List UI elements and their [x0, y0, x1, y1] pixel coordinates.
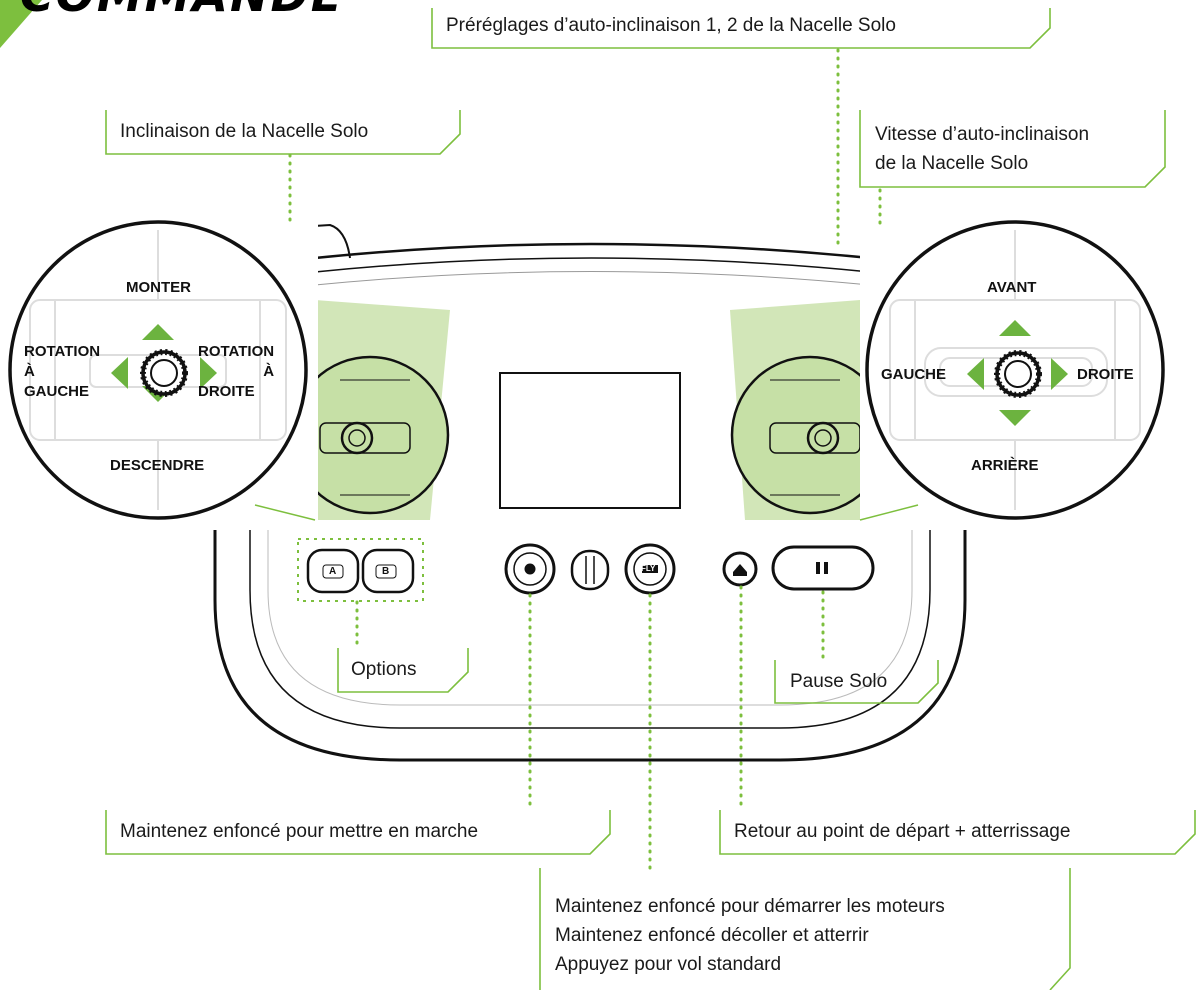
- button-a-label: A: [329, 566, 337, 577]
- pause-button: [771, 545, 875, 591]
- power-button: [504, 543, 556, 595]
- header-accent-triangle: [0, 0, 42, 48]
- button-b-label: B: [382, 566, 390, 577]
- leader-lines: [288, 48, 882, 870]
- controller-body: [213, 223, 967, 762]
- option-buttons: [306, 548, 415, 594]
- callout-frames: [105, 8, 1196, 990]
- callout-pause: Pause Solo: [790, 671, 888, 692]
- left-stick-up-label: MONTER: [126, 279, 191, 296]
- callout-gimbal-presets: Préréglages d’auto-inclinaison 1, 2 de l…: [446, 15, 896, 36]
- left-stick-zoom: [10, 222, 306, 518]
- left-stick-right-label: ROTATION À DROITE: [198, 343, 275, 400]
- right-stick-zoom: [867, 222, 1163, 518]
- callout-fly: Maintenez enfoncé pour démarrer les mote…: [555, 896, 945, 975]
- right-stick-base: [730, 355, 890, 515]
- gimbal-preset-toggle: [570, 549, 610, 591]
- fly-button-label: FLY: [641, 564, 656, 573]
- callout-gimbal-tilt: Inclinaison de la Nacelle Solo: [120, 121, 369, 142]
- left-stick-left-label: ROTATION À GAUCHE: [24, 343, 101, 400]
- callout-gimbal-speed: Vitesse d’auto-inclinaison de la Nacelle…: [875, 124, 1090, 174]
- right-stick-down-label: ARRIÈRE: [971, 457, 1039, 474]
- right-stick-right-label: DROITE: [1077, 366, 1134, 383]
- callout-home: Retour au point de départ + atterrissage: [734, 821, 1071, 842]
- page-title: COMMANDE: [20, 0, 344, 22]
- right-stick-left-label: GAUCHE: [881, 366, 947, 383]
- right-stick-up-label: AVANT: [987, 279, 1037, 296]
- home-button: [722, 551, 758, 587]
- left-stick-down-label: DESCENDRE: [110, 457, 205, 474]
- callout-power: Maintenez enfoncé pour mettre en marche: [120, 821, 479, 842]
- callout-options: Options: [351, 659, 417, 680]
- fly-button: [624, 543, 676, 595]
